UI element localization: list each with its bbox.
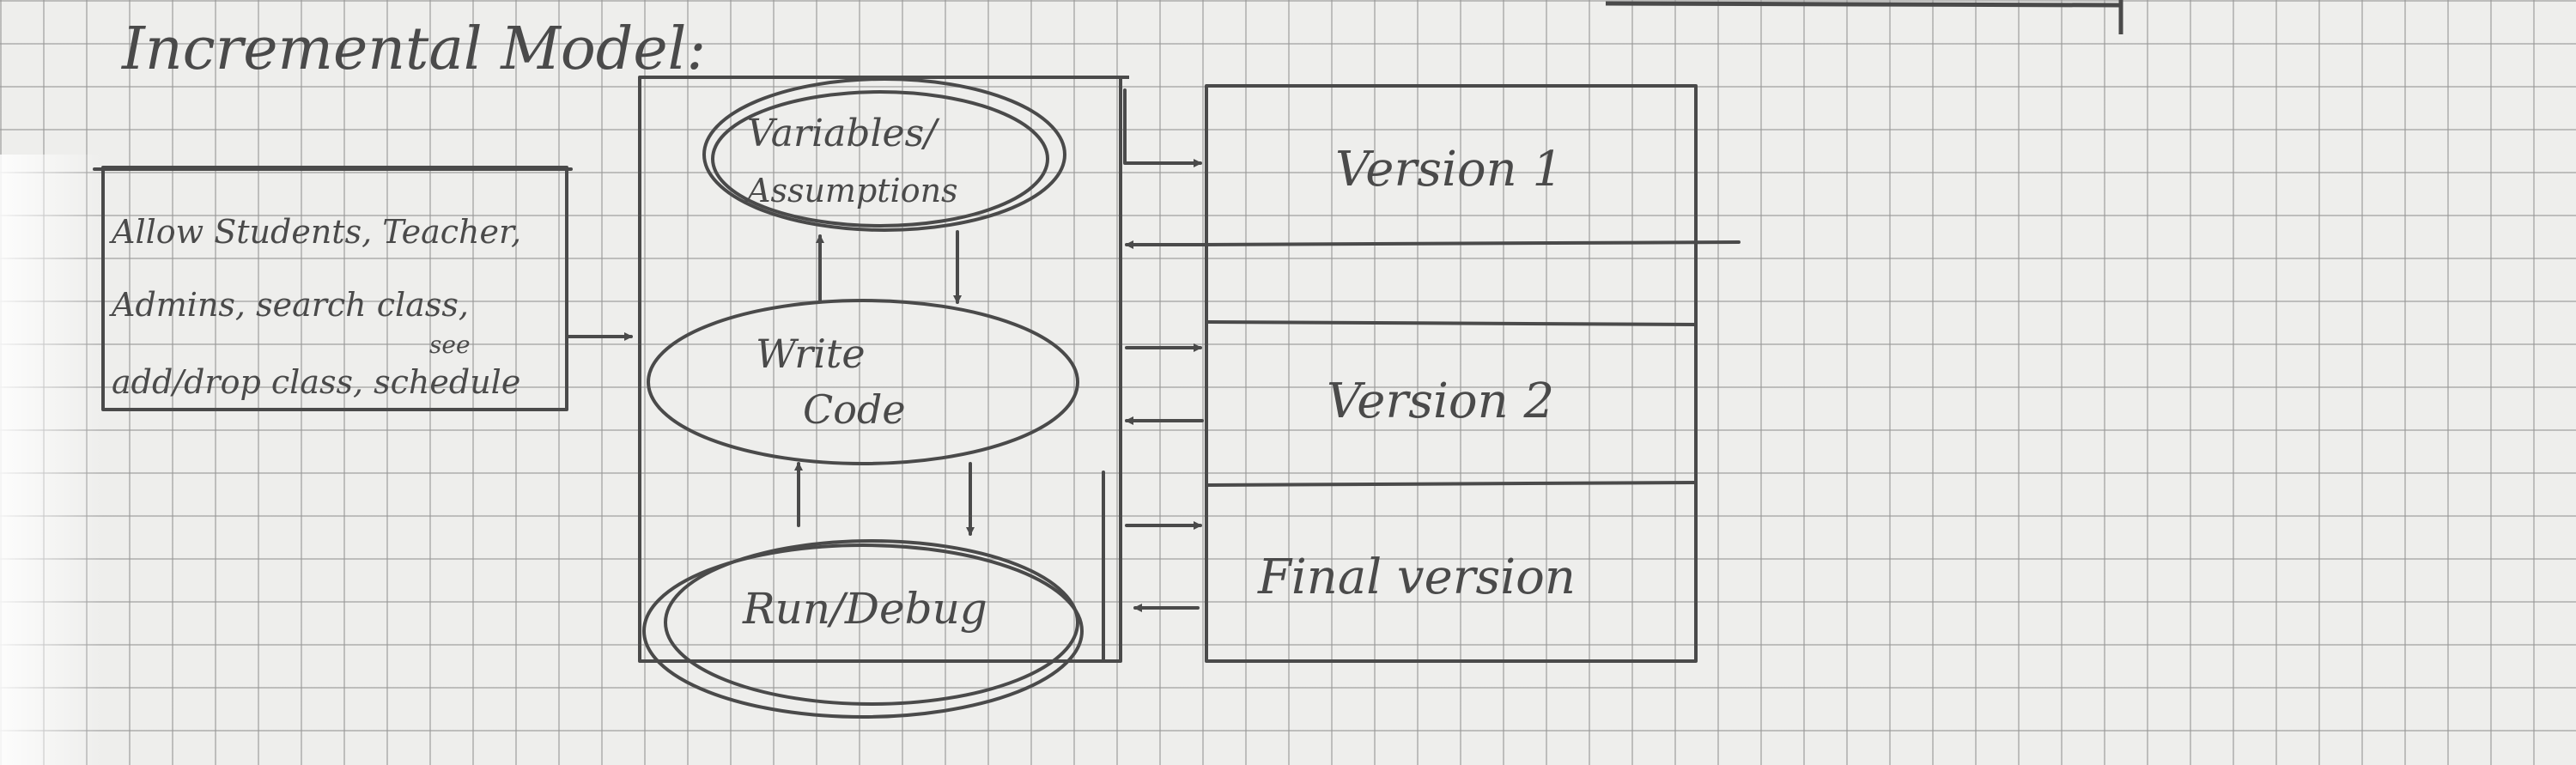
version-2-label: Version 2 [1327, 373, 1555, 429]
write-code-ellipse [647, 299, 1079, 465]
stray-top-line [1605, 1, 2122, 8]
final-version-label: Final version [1258, 549, 1576, 605]
requirements-line-3: add/drop class, schedule [112, 363, 521, 401]
requirements-line-2: Admins, search class, [112, 286, 469, 324]
code-label: Code [803, 386, 906, 433]
version-divider-1 [1200, 240, 1741, 246]
process-to-version1-arrow [1123, 88, 1202, 167]
requirements-line-1: Allow Students, Teacher, [112, 213, 522, 251]
version-divider-2 [1205, 320, 1698, 326]
versions-box [1205, 84, 1698, 663]
run-debug-label: Run/Debug [743, 584, 987, 634]
run-debug-ellipse [664, 539, 1079, 706]
assumptions-label: Assumptions [747, 172, 958, 209]
light-glare [0, 155, 103, 765]
version-divider-3 [1205, 481, 1698, 487]
version-1-label: Version 1 [1335, 142, 1564, 197]
variables-label: Variables/ [747, 112, 937, 155]
diagram-title: Incremental Model: [122, 15, 707, 83]
variables-ellipse-inner [711, 90, 1049, 228]
write-label: Write [756, 331, 866, 377]
run-debug-ellipse-outer [642, 543, 1084, 719]
requirements-note: see [429, 331, 471, 359]
